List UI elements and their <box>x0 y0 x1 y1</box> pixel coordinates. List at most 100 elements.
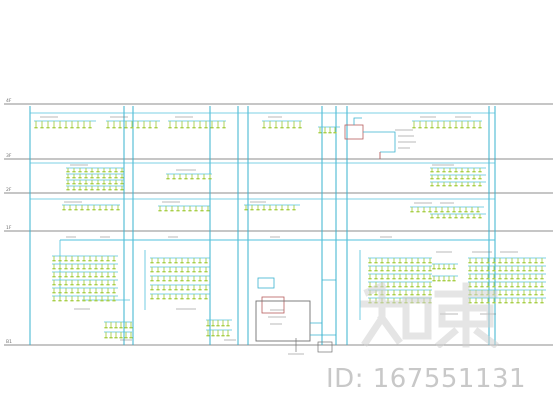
fixture-trap <box>76 292 80 294</box>
fixture-trap <box>100 300 104 302</box>
fixture-trap <box>472 171 476 173</box>
fixture-trap <box>180 127 184 129</box>
fixture-trap <box>454 185 458 187</box>
fixture-trap <box>437 280 441 282</box>
fixture-trap <box>170 210 174 212</box>
fixture-trap <box>108 171 112 173</box>
fixture-trap <box>162 289 166 291</box>
fixture-trap <box>162 298 166 300</box>
fixture-trap <box>540 278 544 280</box>
fixture-trap <box>422 278 426 280</box>
tank-pipe <box>310 279 336 324</box>
fixture-trap <box>474 270 478 272</box>
fixture-trap <box>106 292 110 294</box>
fixture-trap <box>472 127 476 129</box>
fixture-trap <box>150 289 154 291</box>
fixture-trap <box>150 280 154 282</box>
fixture-trap <box>186 271 190 273</box>
fixture-trap <box>106 284 110 286</box>
fixture-trap <box>498 278 502 280</box>
fixture-trap <box>84 171 88 173</box>
fixture-trap <box>72 177 76 179</box>
fixture-trap <box>186 262 190 264</box>
fixture-trap <box>150 271 154 273</box>
fixture-trap <box>109 337 113 339</box>
fixture-trap <box>422 270 426 272</box>
fixture-trap <box>474 262 478 264</box>
fixture-trap <box>198 289 202 291</box>
zhimo-logo-watermark <box>360 282 499 348</box>
fixture-trap <box>70 268 74 270</box>
fixture-trap <box>437 268 441 270</box>
fixture-trap <box>534 262 538 264</box>
fixture-trap <box>52 300 56 302</box>
fixture-trap <box>504 278 508 280</box>
fixture-trap <box>410 211 414 213</box>
fixture-trap <box>398 270 402 272</box>
fixture-trap <box>380 270 384 272</box>
fixture-trap <box>88 300 92 302</box>
fixture-trap <box>454 171 458 173</box>
fixture-trap <box>398 286 402 288</box>
fixture-trap <box>208 178 212 180</box>
fixture-trap <box>112 276 116 278</box>
fixture-trap <box>176 210 180 212</box>
fixture-trap <box>114 327 118 329</box>
fixture-trap <box>468 286 472 288</box>
fixture-trap <box>94 292 98 294</box>
fixture-trap <box>64 268 68 270</box>
fixture-trap <box>206 335 210 337</box>
fixture-trap <box>118 127 122 129</box>
fixture-trap <box>386 278 390 280</box>
fixture-trap <box>94 300 98 302</box>
fixture-trap <box>98 209 102 211</box>
fixture-trap <box>516 302 520 304</box>
fixture-trap <box>204 271 208 273</box>
fixture-trap <box>318 132 322 134</box>
fixture-trap <box>162 262 166 264</box>
fixture-trap <box>156 298 160 300</box>
equipment-box <box>344 124 364 140</box>
fixture-trap <box>211 325 215 327</box>
fixture-trap <box>430 217 434 219</box>
fixture-trap <box>192 271 196 273</box>
fixture-trap <box>442 178 446 180</box>
fixture-trap <box>106 127 110 129</box>
fixture-trap <box>452 268 456 270</box>
fixture-trap <box>156 271 160 273</box>
fixture-trap <box>442 268 446 270</box>
fixture-trap <box>202 178 206 180</box>
fixture-trap <box>92 209 96 211</box>
fixture-trap <box>262 127 266 129</box>
fixture-trap <box>244 209 248 211</box>
fixture-trap <box>528 294 532 296</box>
fixture-trap <box>196 178 200 180</box>
fixture-trap <box>516 294 520 296</box>
fixture-trap <box>510 270 514 272</box>
fixture-trap <box>198 262 202 264</box>
fixture-trap <box>180 262 184 264</box>
fixture-trap <box>480 270 484 272</box>
fixture-trap <box>274 209 278 211</box>
fixture-trap <box>492 262 496 264</box>
fixture-trap <box>100 284 104 286</box>
floor-label: 4F <box>6 98 12 104</box>
fixture-trap <box>528 262 532 264</box>
fixture-trap <box>498 270 502 272</box>
fixture-trap <box>166 178 170 180</box>
fixture-trap <box>540 262 544 264</box>
fixture-trap <box>498 262 502 264</box>
fixture-trap <box>174 289 178 291</box>
fixture-trap <box>62 209 66 211</box>
fixture-trap <box>96 189 100 191</box>
fixture-trap <box>422 211 426 213</box>
fixture-trap <box>540 270 544 272</box>
fixture-trap <box>64 276 68 278</box>
fixture-trap <box>534 294 538 296</box>
fixture-trap <box>66 183 70 185</box>
fixture-trap <box>70 300 74 302</box>
fixture-trap <box>192 262 196 264</box>
fixture-trap <box>492 286 496 288</box>
fixture-trap <box>470 211 474 213</box>
fixture-trap <box>430 178 434 180</box>
